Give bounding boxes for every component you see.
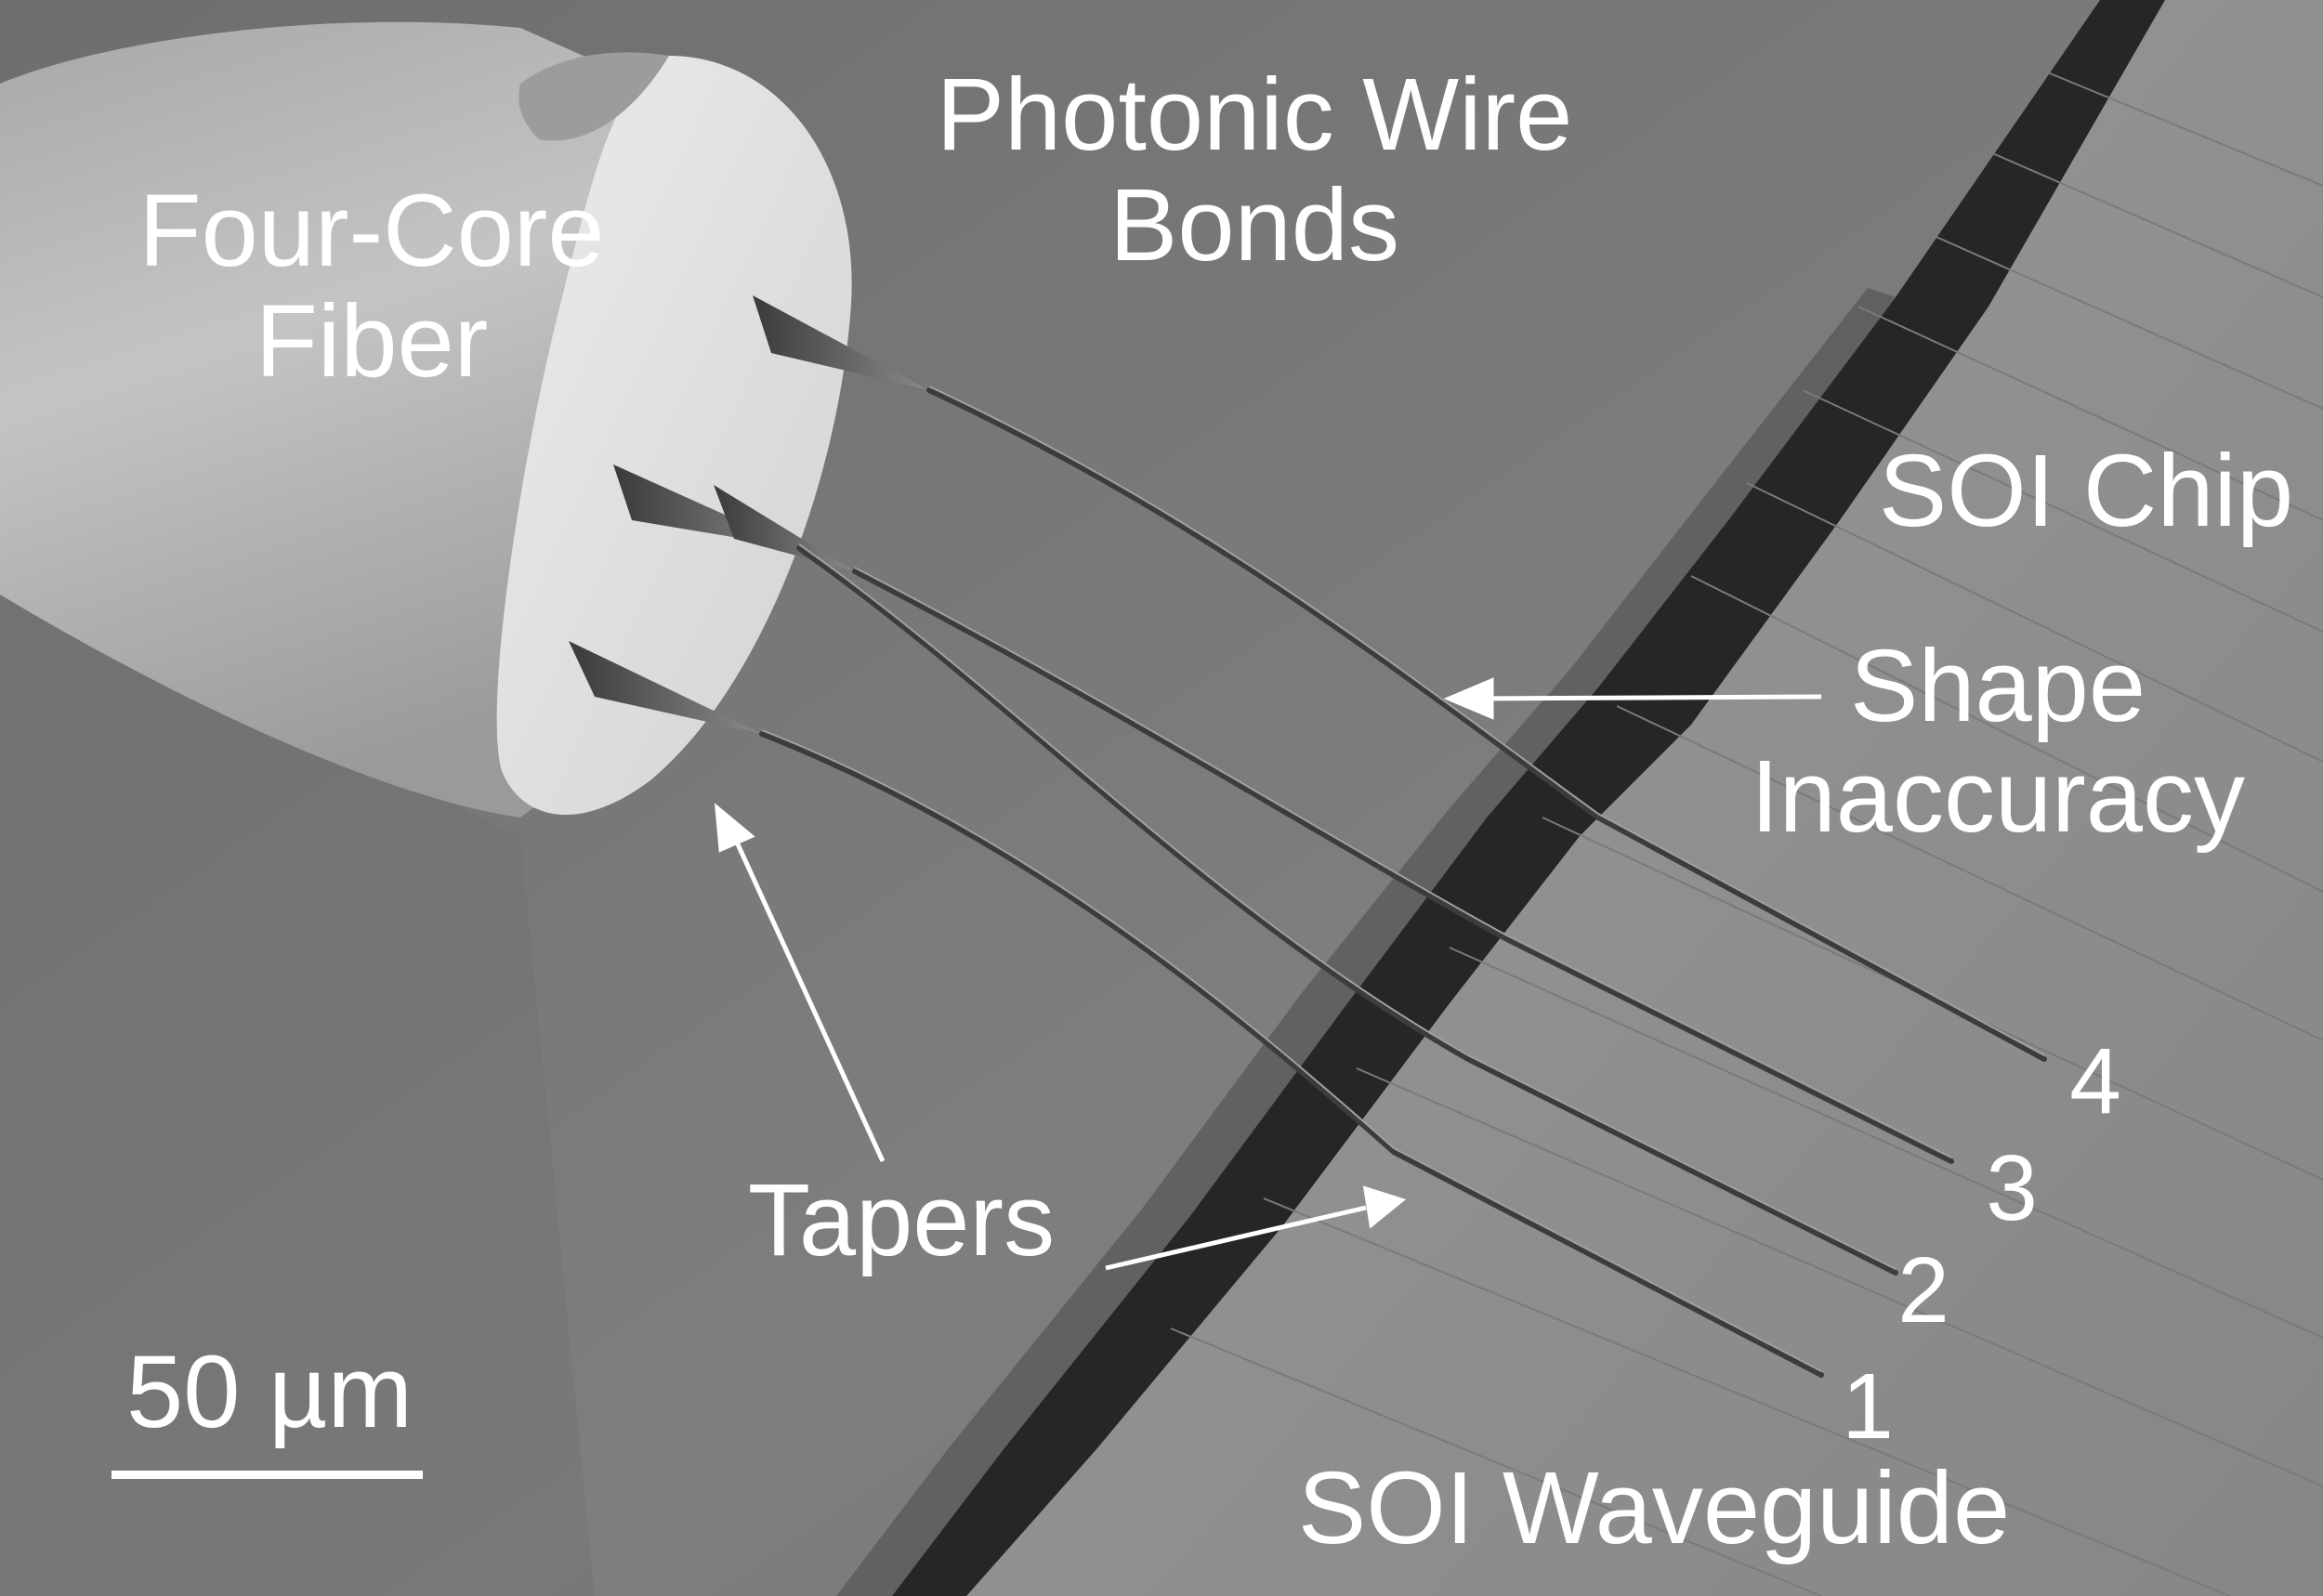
wire-bond-4 [926,387,2047,1062]
tapers-label: Tapers [747,1163,1056,1277]
fiber-end-face [496,56,852,816]
wire-bond-highlights [761,386,2045,1372]
wire-bonds-label-line2: Bonds [1109,167,1399,282]
wire-number-3: 3 [1986,1136,2038,1240]
annotation-arrows [714,677,1822,1271]
tapers [569,295,929,734]
taper-1 [569,641,762,734]
fiber-label: Four-Core Fiber [112,174,632,399]
shape-arrow-line [1476,694,1822,701]
taper-4 [753,295,929,390]
tapers-arrow-up-head [714,803,755,853]
waveguide-label: SOI Waveguide [1297,1451,2011,1565]
shape-label-line1: Shape [1849,629,2146,743]
soi-chip-surface [966,0,2323,1596]
scale-bar-label: 50 µm [126,1335,413,1449]
wire-bonds-label: Photonic Wire Bonds [892,58,1617,282]
tapers-arrow-right-head [1362,1185,1407,1229]
wire-bond-1 [759,731,1824,1378]
chip-label: SOI Chip [1878,434,2294,548]
photonic-wire-bonds [759,387,2047,1378]
fiber-label-line1: Four-Core [138,174,605,288]
wire-number-2: 2 [1897,1238,1949,1342]
shape-inaccuracy-label: Shape Inaccuracy [1700,629,2295,854]
taper-2 [714,485,855,571]
trench [892,0,2165,1596]
fiber-shadow [0,595,595,1596]
shape-arrow-head [1443,677,1494,720]
wire-bonds-label-line1: Photonic Wire [936,58,1573,172]
wire-bond-2 [796,545,1898,1275]
shape-label-line2: Inaccuracy [1751,739,2245,854]
tapers-arrow-up-line [731,834,886,1163]
fiber-label-line2: Fiber [255,283,489,399]
fiber-notch [518,52,669,141]
tapers-arrow-right-line [1105,1205,1367,1271]
wire-number-4: 4 [2069,1029,2121,1133]
trench-edge [836,288,1896,1596]
wire-number-1: 1 [1842,1354,1894,1459]
scale-bar-line [112,1471,423,1479]
wire-bond-3 [852,569,1954,1164]
